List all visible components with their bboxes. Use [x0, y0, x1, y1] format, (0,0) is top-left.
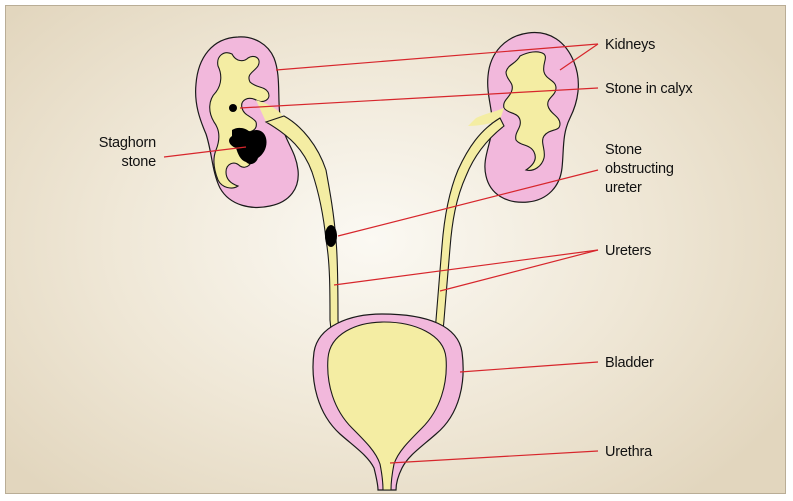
obstructing-stone — [325, 225, 337, 247]
leader-obstructing-stone — [338, 170, 598, 236]
label-obstructing-line2: obstructing — [605, 161, 674, 177]
label-obstructing-line1: Stone — [605, 142, 642, 158]
label-kidneys: Kidneys — [605, 37, 655, 53]
label-staghorn-line1: Staghorn — [99, 135, 156, 151]
bladder-lumen — [328, 322, 447, 490]
leader-ureters-left — [334, 250, 598, 285]
label-bladder: Bladder — [605, 355, 654, 371]
label-stone-in-calyx: Stone in calyx — [605, 81, 693, 97]
calyx-stone — [229, 104, 237, 112]
leader-bladder — [460, 362, 598, 372]
leader-ureters-right — [440, 250, 598, 291]
bladder-organ — [313, 314, 463, 490]
label-ureters: Ureters — [605, 243, 651, 259]
label-staghorn-line2: stone — [122, 154, 157, 170]
leader-urethra — [390, 451, 598, 463]
label-urethra: Urethra — [605, 444, 653, 460]
label-obstructing-line3: ureter — [605, 180, 642, 196]
right-kidney — [468, 33, 578, 203]
